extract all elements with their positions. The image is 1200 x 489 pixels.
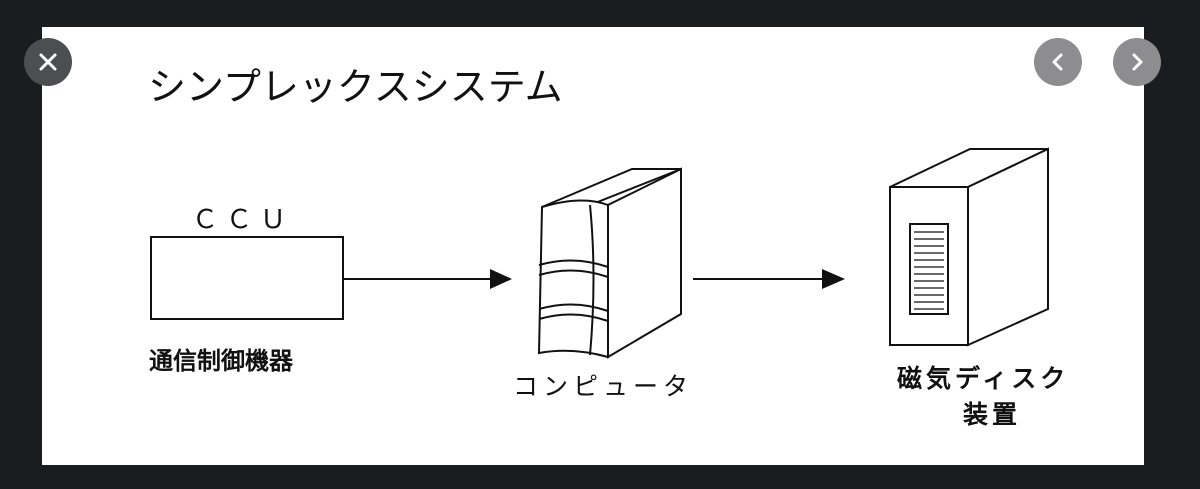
chevron-right-icon [1132,53,1143,71]
chevron-left-icon [1052,53,1063,71]
ccu-box [150,236,344,320]
arrow-ccu-to-computer [343,269,512,289]
computer-icon [537,167,682,359]
ccu-label: ＣＣＵ [192,205,294,235]
disk-icon [889,147,1049,347]
previous-image-button[interactable] [1034,38,1082,86]
disk-caption-line2: 装置 [963,400,1021,429]
diagram-title: シンプレックスシステム [148,65,563,109]
ccu-caption: 通信制御機器 [149,347,294,375]
simplex-system-diagram: シンプレックスシステム ＣＣＵ 通信制御機器 [148,65,1069,429]
arrow-computer-to-disk [693,269,845,289]
diagram-image: シンプレックスシステム ＣＣＵ 通信制御機器 [42,27,1144,465]
disk-caption-line1: 磁気ディスク [897,364,1069,393]
close-icon [39,53,57,71]
next-image-button[interactable] [1113,38,1161,86]
computer-caption: コンピュータ [513,372,693,401]
close-button[interactable] [24,38,72,86]
